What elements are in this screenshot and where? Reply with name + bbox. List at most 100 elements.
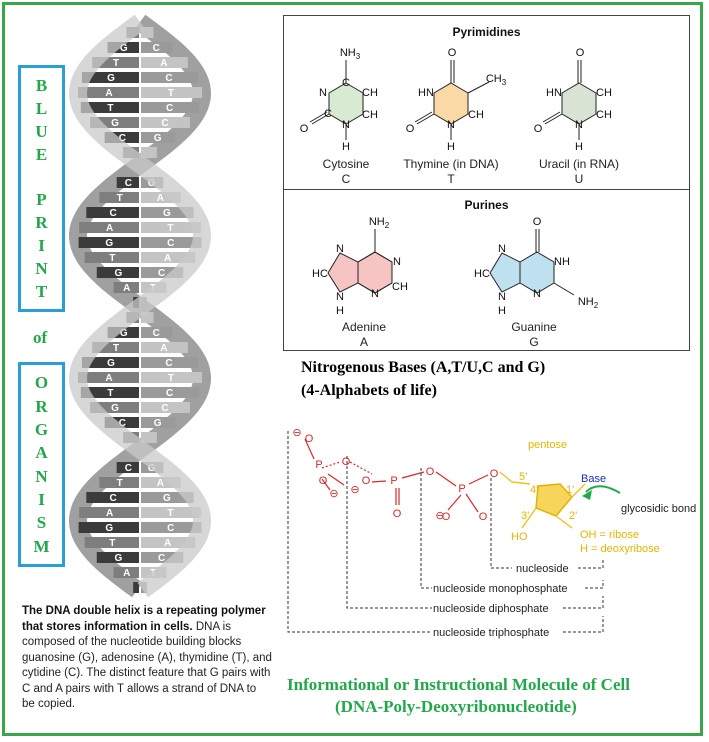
- outer-frame: [2, 2, 703, 736]
- adenine-structure: [327, 229, 393, 294]
- atom-o: O: [576, 47, 585, 59]
- side-label-letter: P: [36, 190, 47, 210]
- atom-n: N: [498, 243, 506, 255]
- atom-h: H: [498, 305, 506, 317]
- carbon-4: 4': [530, 484, 538, 496]
- atom-o: O: [533, 216, 542, 228]
- phosphate-oxygen: O: [393, 508, 402, 520]
- phosphate-oxygen: O: [319, 475, 328, 487]
- phosphate-oxygen: O: [426, 466, 435, 478]
- atom-ch: CH: [362, 109, 378, 121]
- atom-o: O: [406, 123, 415, 135]
- atom-n: N: [533, 288, 541, 300]
- phosphate-charge: ⊖: [350, 484, 359, 496]
- pyrimidines-title: Pyrimidines: [452, 25, 521, 39]
- helix-caption: The DNA double helix is a repeating poly…: [22, 604, 272, 713]
- hydroxyl-3: HO: [511, 531, 528, 543]
- ribose-note: OH = ribose: [580, 529, 639, 541]
- pentose-label: pentose: [528, 439, 567, 451]
- atom-o: O: [448, 47, 457, 59]
- thymine-structure: [414, 60, 490, 140]
- side-label-letter: S: [36, 513, 47, 533]
- carbon-2: 2': [569, 510, 577, 522]
- side-label-letter: B: [35, 75, 48, 95]
- side-label-letter: N: [35, 466, 48, 486]
- atom-hc: HC: [474, 268, 490, 280]
- carbon-5: 5': [519, 471, 527, 483]
- side-label-letter: O: [34, 373, 49, 393]
- side-label-letter: R: [35, 213, 48, 233]
- guanine-structure: [489, 229, 575, 296]
- of-label: of: [33, 328, 48, 347]
- caption-text: DNA is composed of the nucleotide buildi…: [22, 620, 272, 711]
- nitrogenous-bases-panel: Pyrimidines Purines: [283, 15, 690, 351]
- atom-o: O: [300, 123, 309, 135]
- phosphate-oxygen: O: [490, 468, 499, 480]
- atom-o: O: [534, 123, 543, 135]
- phosphate-oxygen: O: [305, 433, 314, 445]
- glycosidic-bond-label: glycosidic bond: [621, 503, 696, 515]
- phosphate-charge: ⊖: [435, 510, 444, 522]
- thymine-ch3: CH3: [486, 73, 507, 87]
- atom-nh: NH: [554, 256, 570, 268]
- nucleoside-triphosphate-label: nucleoside triphosphate: [433, 627, 549, 639]
- atom-n: N: [447, 119, 455, 131]
- atom-hc: HC: [312, 268, 328, 280]
- phosphate-oxygen: O: [342, 456, 351, 468]
- phosphate-oxygen: O: [442, 511, 451, 523]
- phosphate-charge: ⊖: [329, 488, 338, 500]
- atom-c: C: [324, 108, 332, 120]
- atom-ch: CH: [468, 109, 484, 121]
- atom-h: H: [342, 141, 350, 153]
- atom-n: N: [336, 243, 344, 255]
- atom-n: N: [575, 119, 583, 131]
- nucleoside-monophosphate-label: nucleoside monophosphate: [433, 583, 568, 595]
- guanine-nh2: NH2: [578, 296, 599, 310]
- side-label-letter: A: [35, 443, 48, 463]
- adenine-nh2: NH2: [369, 216, 390, 230]
- base-structures: NH3 N CH CH C C N H O O HN CH CH3 N H O …: [300, 47, 612, 317]
- nucleoside-diphosphate-label: nucleoside diphosphate: [433, 603, 549, 615]
- uracil-label: Uracil (in RNA)U: [538, 157, 619, 186]
- side-label-letter: G: [34, 419, 49, 439]
- informational-molecule-heading: Informational or Instructional Molecule …: [287, 675, 630, 694]
- panel-divider: [284, 189, 689, 190]
- side-label-letter: R: [35, 396, 48, 416]
- phosphate-oxygen: O: [362, 475, 371, 487]
- phosphate-oxygen: O: [479, 511, 488, 523]
- atom-ch: CH: [596, 109, 612, 121]
- atom-n: N: [342, 119, 350, 131]
- phosphate-p1: P: [315, 459, 322, 471]
- atom-ch: CH: [362, 87, 378, 99]
- deoxyribose-note: H = deoxyribose: [580, 543, 660, 555]
- atom-n: N: [336, 291, 344, 303]
- cytosine-nh2: NH3: [340, 47, 361, 61]
- carbon-3: 3': [521, 510, 529, 522]
- atom-c: C: [342, 77, 350, 89]
- atom-h: H: [336, 305, 344, 317]
- side-label-letter: E: [35, 144, 48, 164]
- atom-h: H: [575, 141, 583, 153]
- side-label-letter: N: [35, 259, 48, 279]
- side-label-letter: T: [35, 281, 48, 301]
- nucleoside-label: nucleoside: [516, 563, 569, 575]
- atom-hn: HN: [546, 87, 562, 99]
- carbon-1: 1': [566, 484, 574, 496]
- base-label: Base: [581, 473, 606, 485]
- phosphate-p2: P: [390, 475, 397, 487]
- caption-bold: The DNA double helix is a repeating poly…: [22, 605, 266, 633]
- atom-n: N: [319, 87, 327, 99]
- dna-poly-subheading: (DNA-Poly-Deoxyribonucleotide): [335, 697, 577, 716]
- atom-n: N: [371, 288, 379, 300]
- atom-ch: CH: [392, 281, 408, 293]
- atom-h: H: [447, 141, 455, 153]
- atom-ch: CH: [596, 87, 612, 99]
- atom-n: N: [498, 291, 506, 303]
- side-label-letter: I: [38, 490, 45, 510]
